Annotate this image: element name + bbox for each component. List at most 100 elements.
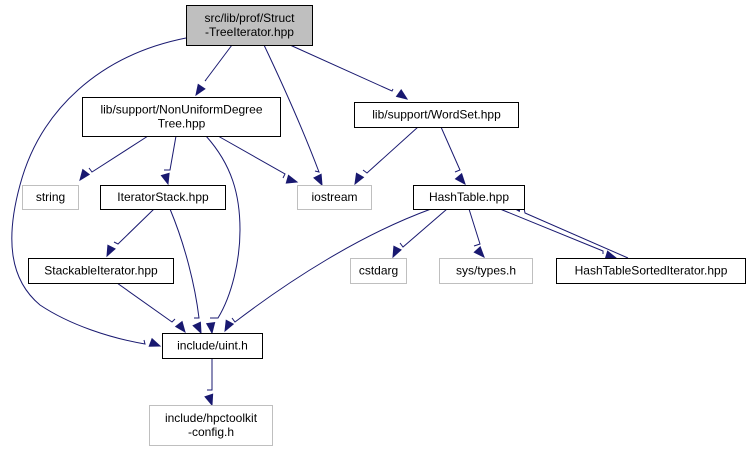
node-htsorted[interactable]: HashTableSortedIterator.hpp	[556, 258, 746, 284]
node-box	[162, 333, 263, 359]
node-label: StackableIterator.hpp	[44, 264, 158, 278]
edge-nudt-to-iterstack	[160, 135, 177, 186]
node-label: string	[36, 190, 65, 204]
node-uint[interactable]: include/uint.h	[162, 333, 263, 359]
edge-nudt-to-uint	[205, 135, 241, 335]
arrowhead-icon	[285, 174, 299, 184]
edge-line	[499, 208, 604, 254]
edge-line	[289, 44, 394, 92]
edges-layer	[11, 37, 629, 407]
edge-line	[207, 358, 213, 391]
node-label: include/hpctoolkit	[165, 411, 258, 425]
edge-line	[169, 208, 200, 319]
node-box	[354, 102, 519, 128]
node-iostream: iostream	[297, 185, 372, 210]
node-box	[100, 185, 226, 210]
edge-stackable-to-uint	[116, 282, 186, 334]
node-label: iostream	[311, 190, 357, 204]
node-label: Tree.hpp	[158, 117, 206, 131]
arrowhead-icon	[205, 321, 216, 335]
edge-line	[440, 126, 461, 173]
edge-root-to-wordset	[289, 44, 409, 100]
arrowhead-icon	[106, 244, 116, 258]
edge-hashtable-to-cstdarg	[392, 208, 448, 259]
edge-line	[88, 135, 149, 173]
node-label: src/lib/prof/Struct	[204, 11, 295, 25]
arrowhead-icon	[395, 89, 409, 100]
edge-line	[468, 208, 481, 247]
arrowhead-icon	[174, 320, 186, 334]
node-wordset[interactable]: lib/support/WordSet.hpp	[354, 102, 519, 128]
edge-nudt-to-string	[79, 135, 149, 182]
node-box	[297, 185, 372, 210]
arrowhead-icon	[192, 321, 202, 335]
node-box	[186, 5, 313, 46]
node-label: lib/support/WordSet.hpp	[372, 108, 501, 122]
node-label: IteratorStack.hpp	[117, 190, 209, 204]
node-systypes: sys/types.h	[439, 258, 533, 284]
node-box	[350, 258, 407, 284]
edge-iterstack-to-uint	[169, 208, 202, 335]
arrowhead-icon	[204, 393, 214, 407]
edge-root-to-uint	[11, 37, 187, 347]
edge-hashtable-to-uint	[224, 208, 432, 333]
edge-line	[205, 135, 241, 319]
edge-line	[116, 282, 176, 323]
node-box	[149, 405, 273, 446]
node-hpcconfig: include/hpctoolkit-config.h	[149, 405, 273, 446]
node-box	[28, 258, 174, 284]
edge-uint-to-hpcconfig	[204, 358, 214, 407]
edge-line	[263, 44, 320, 173]
node-hashtable[interactable]: HashTable.hpp	[413, 185, 525, 210]
node-label: -TreeIterator.hpp	[205, 25, 294, 39]
edge-htsorted-to-hashtable	[508, 202, 629, 259]
node-iterstack[interactable]: IteratorStack.hpp	[100, 185, 226, 210]
node-box	[22, 185, 79, 210]
node-label: cstdarg	[359, 264, 398, 278]
node-string: string	[22, 185, 79, 210]
node-box	[413, 185, 525, 210]
edge-line	[164, 135, 177, 171]
arrowhead-icon	[160, 172, 170, 186]
node-root: src/lib/prof/Struct-TreeIterator.hpp	[186, 5, 313, 46]
edge-wordset-to-iostream	[354, 126, 419, 186]
node-label: include/uint.h	[177, 339, 248, 353]
arrowhead-icon	[354, 172, 365, 186]
edge-line	[523, 207, 629, 259]
edge-line	[204, 44, 233, 82]
edge-line	[399, 208, 448, 248]
edge-line	[231, 208, 432, 323]
node-label: lib/support/NonUniformDegree	[100, 103, 262, 117]
edge-wordset-to-hashtable	[440, 126, 466, 186]
edge-line	[362, 126, 419, 174]
arrowhead-icon	[79, 168, 91, 182]
edge-line	[11, 37, 187, 345]
node-label: HashTableSortedIterator.hpp	[575, 264, 728, 278]
arrowhead-icon	[224, 319, 235, 333]
node-label: sys/types.h	[456, 264, 516, 278]
arrowhead-icon	[473, 246, 485, 258]
node-stackable[interactable]: StackableIterator.hpp	[28, 258, 174, 284]
node-label: -config.h	[188, 425, 234, 439]
arrowhead-icon	[195, 83, 206, 97]
edge-hashtable-to-htsorted	[499, 208, 618, 260]
edge-root-to-iostream	[263, 44, 323, 187]
node-cstdarg: cstdarg	[350, 258, 407, 284]
edge-line	[113, 208, 155, 245]
node-box	[82, 97, 281, 137]
edge-iterstack-to-stackable	[106, 208, 155, 258]
node-box	[439, 258, 533, 284]
arrowhead-icon	[454, 172, 466, 186]
arrowhead-icon	[313, 173, 323, 187]
node-label: HashTable.hpp	[429, 190, 509, 204]
edge-nudt-to-iostream	[217, 135, 299, 184]
edge-hashtable-to-systypes	[468, 208, 485, 258]
edge-root-to-nudt	[195, 44, 233, 97]
nodes-layer: src/lib/prof/Struct-TreeIterator.hpp lib/…	[22, 5, 746, 446]
arrowhead-icon	[392, 245, 402, 259]
arrowhead-icon	[148, 337, 162, 347]
node-box	[556, 258, 746, 284]
edge-line	[217, 135, 286, 179]
